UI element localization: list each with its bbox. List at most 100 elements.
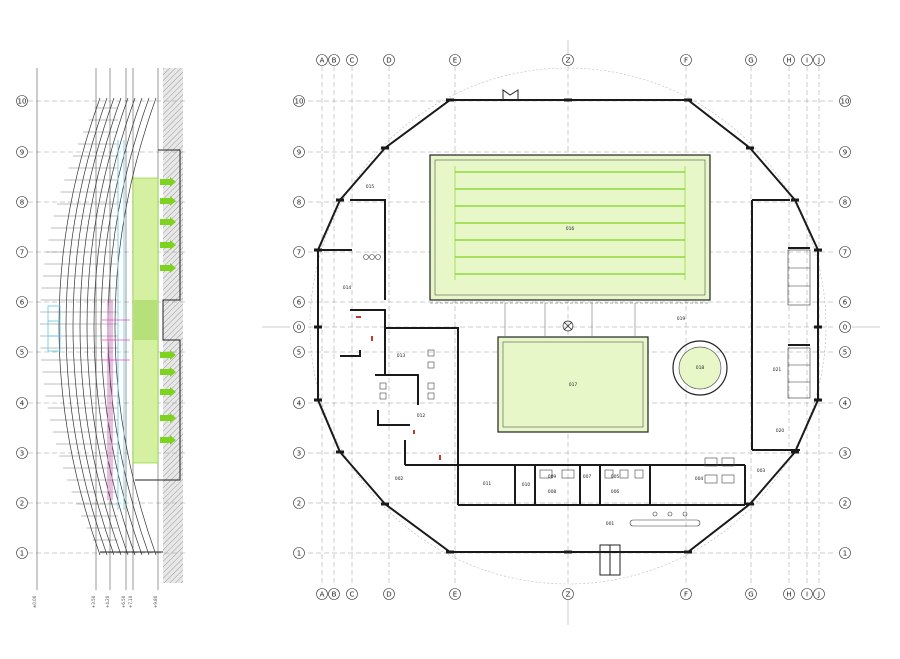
section-level-labels: ±0.00 +3.50 +4.20 +6.50 +7.10 +9.80 [32,595,158,608]
svg-text:B: B [332,591,337,599]
entrance-bench [629,511,701,527]
svg-text:5: 5 [843,349,847,357]
room-label-hall: 019 [677,316,686,322]
svg-text:G: G [748,591,753,599]
column-marker [381,146,389,150]
air-arrow-icon [160,413,176,423]
svg-text:1: 1 [843,550,847,558]
svg-text:9: 9 [20,149,24,157]
room-label-room-006: 006 [611,489,620,495]
svg-text:8: 8 [297,199,301,207]
grid-bubble-bottom-a: A [316,588,328,600]
grid-bubble-left-5: 5 [293,346,305,358]
grid-bubble-right-2: 2 [839,497,851,509]
column-marker [381,502,389,506]
svg-text:A: A [320,591,325,599]
learner-pool [497,336,649,433]
svg-text:C: C [350,591,355,599]
section-row-bubble-7: 7 [16,246,28,258]
svg-text:4: 4 [843,400,848,408]
grid-bubble-bottom-j: J [813,588,825,600]
grid-bubble-right-9: 9 [839,146,851,158]
room-label-room-007: 007 [583,474,592,480]
svg-text:9: 9 [297,149,301,157]
air-arrow-icon [160,367,176,377]
grid-bubble-left-1: 1 [293,547,305,559]
svg-text:+4.20: +4.20 [105,595,110,608]
glazing-frame [47,140,125,510]
grid-bubble-right-0: 0 [839,321,851,333]
column-marker [684,98,692,102]
section-row-bubble-4: 4 [16,397,28,409]
roof-arc [58,97,101,556]
roof-arc [72,97,115,556]
column-marker [684,550,692,554]
grid-bubble-right-7: 7 [839,246,851,258]
grid-bubble-top-z: Z [562,54,574,66]
grid-bubble-bottom-f: F [680,588,692,600]
room-label-room-003: 003 [757,468,766,474]
grid-bubble-left-0: 0 [293,321,305,333]
svg-text:0: 0 [297,324,301,332]
room-label-room-014: 014 [343,285,352,291]
svg-text:+9.80: +9.80 [153,595,158,608]
roof-structure [40,97,157,556]
main-entrance-door [599,544,621,576]
roof-arc [65,97,108,556]
pool-connectors [504,303,636,337]
grid-bubble-top-h: H [783,54,795,66]
grid-bubble-right-6: 6 [839,296,851,308]
svg-text:6: 6 [20,299,25,307]
svg-text:2: 2 [843,500,847,508]
grid-bubble-left-8: 8 [293,196,305,208]
svg-text:6: 6 [297,299,302,307]
room-label-room-010: 010 [522,482,531,488]
section-walls [100,149,181,553]
grid-bubble-top-g: G [745,54,757,66]
section-row-bubble-3: 3 [16,447,28,459]
grid-bubble-bottom-b: B [328,588,340,600]
grid-bubble-top-d: D [383,54,395,66]
pool-lanes [454,166,686,280]
section-row-bubble-2: 2 [16,497,28,509]
section-row-bubble-9: 9 [16,146,28,158]
sanitary-fixtures [363,254,735,484]
svg-text:7: 7 [843,249,847,257]
center-marker-icon [562,320,574,332]
svg-text:3: 3 [843,450,847,458]
grid-bubble-bottom-d: D [383,588,395,600]
svg-text:A: A [320,57,325,65]
grid-bubble-right-3: 3 [839,447,851,459]
column-marker [564,550,572,554]
section-row-bubble-10: 10 [16,95,28,107]
svg-text:10: 10 [841,98,850,106]
svg-text:F: F [684,57,688,65]
column-marker [314,398,322,402]
ground-hatch [163,68,183,583]
svg-text:Z: Z [566,591,571,599]
svg-text:2: 2 [297,500,301,508]
room-label-room-011: 011 [483,481,492,487]
svg-text:4: 4 [20,400,25,408]
stair-section [102,300,130,500]
grid-bubble-left-6: 6 [293,296,305,308]
grid-bubble-bottom-c: C [346,588,358,600]
room-label-pool: 016 [566,226,575,232]
svg-text:8: 8 [20,199,24,207]
svg-text:7: 7 [20,249,24,257]
main-pool [429,154,711,301]
column-marker [446,98,454,102]
column-marker [336,198,344,202]
room-label-room-012: 012 [417,413,426,419]
air-arrow-icon [160,350,176,360]
grid-bubble-left-4: 4 [293,397,305,409]
grid-bubble-bottom-e: E [449,588,461,600]
grid-bubble-right-1: 1 [839,547,851,559]
svg-text:J: J [817,57,820,65]
svg-text:Z: Z [566,57,571,65]
grid-bubble-top-e: E [449,54,461,66]
section-row-bubble-8: 8 [16,196,28,208]
